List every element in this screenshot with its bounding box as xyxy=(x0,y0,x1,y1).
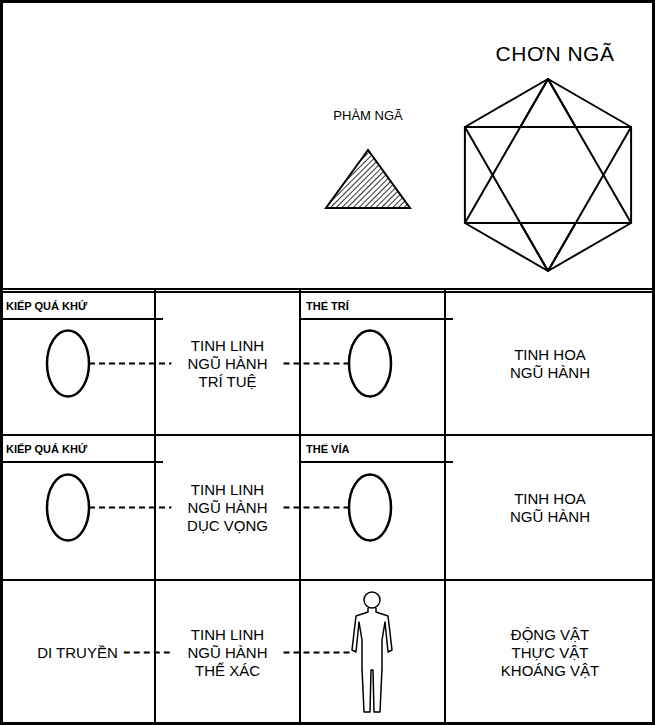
dashed-link xyxy=(89,363,172,365)
cell-text: KIẾP QUÁ KHỨ xyxy=(0,292,163,320)
text-cell: DI TRUYỀN xyxy=(0,580,155,725)
cell-text: TINH LINH NGŨ HÀNH DỤC VỌNG xyxy=(178,481,278,535)
oval xyxy=(47,331,89,397)
cell-text: ĐỘNG VẬT THỰC VẬT KHOÁNG VẬT xyxy=(500,626,600,680)
cell-text: THỂ VÍA xyxy=(300,435,453,463)
text-cell: TINH HOA NGŨ HÀNH xyxy=(445,292,655,435)
oval xyxy=(349,475,391,541)
header-cell: KIẾP QUÁ KHỨ xyxy=(0,435,163,580)
dashed-link xyxy=(284,652,353,654)
cell-text: TINH LINH NGŨ HÀNH TRÍ TUỆ xyxy=(178,337,278,391)
cell-text: KIẾP QUÁ KHỨ xyxy=(0,435,163,463)
cell-text: TINH HOA NGŨ HÀNH xyxy=(500,490,600,526)
hexagon-star xyxy=(465,79,631,271)
text-cell: TINH LINH NGŨ HÀNH TRÍ TUỆ xyxy=(155,292,300,435)
text-cell: ĐỘNG VẬT THỰC VẬT KHOÁNG VẬT xyxy=(445,580,655,725)
oval xyxy=(349,331,391,397)
dashed-link xyxy=(89,507,172,509)
cell-text: PHÀM NGÃ xyxy=(333,108,402,123)
text-cell: TINH LINH NGŨ HÀNH DỤC VỌNG xyxy=(155,435,300,580)
ovals-and-dashes xyxy=(47,331,391,653)
header-cell: KIẾP QUÁ KHỨ xyxy=(0,292,163,435)
cell-text: TINH HOA NGŨ HÀNH xyxy=(500,346,600,382)
cell-text: CHƠN NGÃ xyxy=(496,42,615,65)
dashed-link xyxy=(124,652,172,654)
cell-text: DI TRUYỀN xyxy=(37,644,118,662)
label-box: CHƠN NGÃ xyxy=(460,40,650,72)
header-cell: THỂ TRÍ xyxy=(300,292,453,435)
text-cell: TINH LINH NGŨ HÀNH THỂ XÁC xyxy=(155,580,300,725)
hatched-triangle xyxy=(326,150,410,208)
oval xyxy=(47,475,89,541)
dashed-link xyxy=(284,363,350,365)
header-cell: THỂ VÍA xyxy=(300,435,453,580)
label-box: PHÀM NGÃ xyxy=(300,106,436,128)
human-figure xyxy=(352,592,392,712)
cell-text: TINH LINH NGŨ HÀNH THỂ XÁC xyxy=(178,626,278,680)
dashed-link xyxy=(284,507,350,509)
grid-lines xyxy=(0,289,655,725)
text-cell: TINH HOA NGŨ HÀNH xyxy=(445,435,655,580)
cell-text: THỂ TRÍ xyxy=(300,292,453,320)
